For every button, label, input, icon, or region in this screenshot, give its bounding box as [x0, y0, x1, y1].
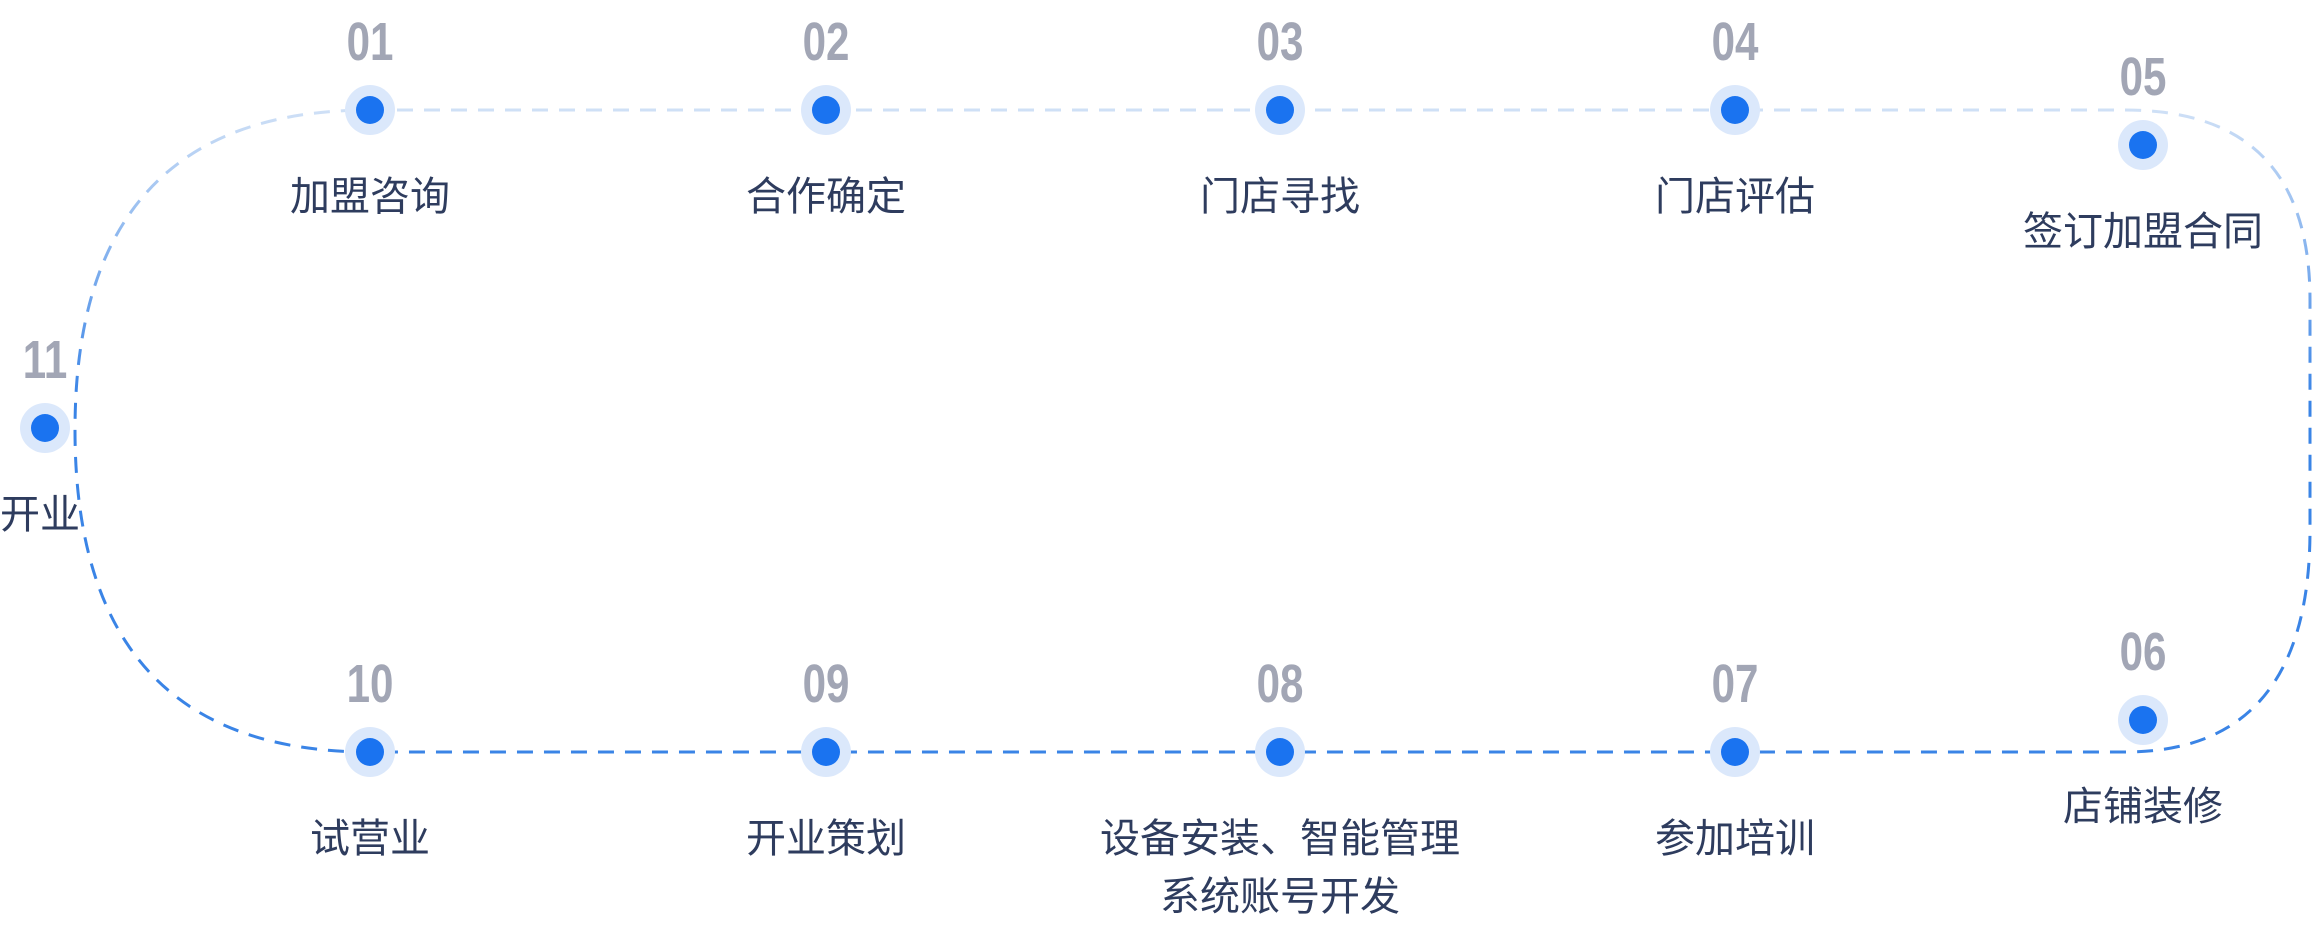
step-number: 03	[1256, 12, 1304, 72]
step-number: 02	[802, 12, 850, 72]
step-number: 06	[2119, 622, 2167, 682]
step-02-dot	[812, 96, 840, 124]
step-08-dot	[1266, 738, 1294, 766]
step-label: 试营业	[110, 810, 630, 868]
step-09-dot	[812, 738, 840, 766]
process-track-path	[73, 108, 2312, 754]
step-label: 开业策划	[566, 810, 1086, 868]
step-03-dot	[1266, 96, 1294, 124]
step-07-dot	[1721, 738, 1749, 766]
step-label: 门店评估	[1475, 168, 1995, 226]
step-label-line: 系统账号开发	[1160, 874, 1400, 920]
step-label: 签订加盟合同	[1883, 203, 2314, 261]
step-number: 05	[2119, 47, 2167, 107]
step-label-line: 开业策划	[746, 816, 906, 862]
step-label: 店铺装修	[1883, 778, 2314, 836]
step-label-line: 设备安装、智能管理	[1100, 816, 1460, 862]
step-11-dot	[31, 414, 59, 442]
step-label-line: 试营业	[310, 816, 430, 862]
step-number: 10	[346, 654, 394, 714]
step-number: 09	[802, 654, 850, 714]
step-label-line: 合作确定	[746, 174, 906, 220]
step-label-line: 参加培训	[1655, 816, 1815, 862]
step-label-line: 店铺装修	[2063, 784, 2223, 830]
step-04-dot	[1721, 96, 1749, 124]
step-label: 加盟咨询	[110, 168, 630, 226]
step-05-dot	[2129, 131, 2157, 159]
step-number: 01	[346, 12, 394, 72]
step-number: 07	[1711, 654, 1759, 714]
step-label: 门店寻找	[1020, 168, 1540, 226]
step-label-line: 签订加盟合同	[2023, 209, 2263, 255]
step-label-line: 门店评估	[1655, 174, 1815, 220]
step-number: 11	[22, 330, 68, 390]
step-label: 合作确定	[566, 168, 1086, 226]
step-label-line: 门店寻找	[1200, 174, 1360, 220]
step-label: 参加培训	[1475, 810, 1995, 868]
step-label-line: 加盟咨询	[290, 174, 450, 220]
step-06-dot	[2129, 706, 2157, 734]
step-label: 开业	[0, 486, 180, 544]
step-01-dot	[356, 96, 384, 124]
step-number: 04	[1711, 12, 1759, 72]
step-10-dot	[356, 738, 384, 766]
step-label-line: 开业	[0, 492, 80, 538]
step-label: 设备安装、智能管理系统账号开发	[1020, 810, 1540, 926]
step-number: 08	[1256, 654, 1304, 714]
